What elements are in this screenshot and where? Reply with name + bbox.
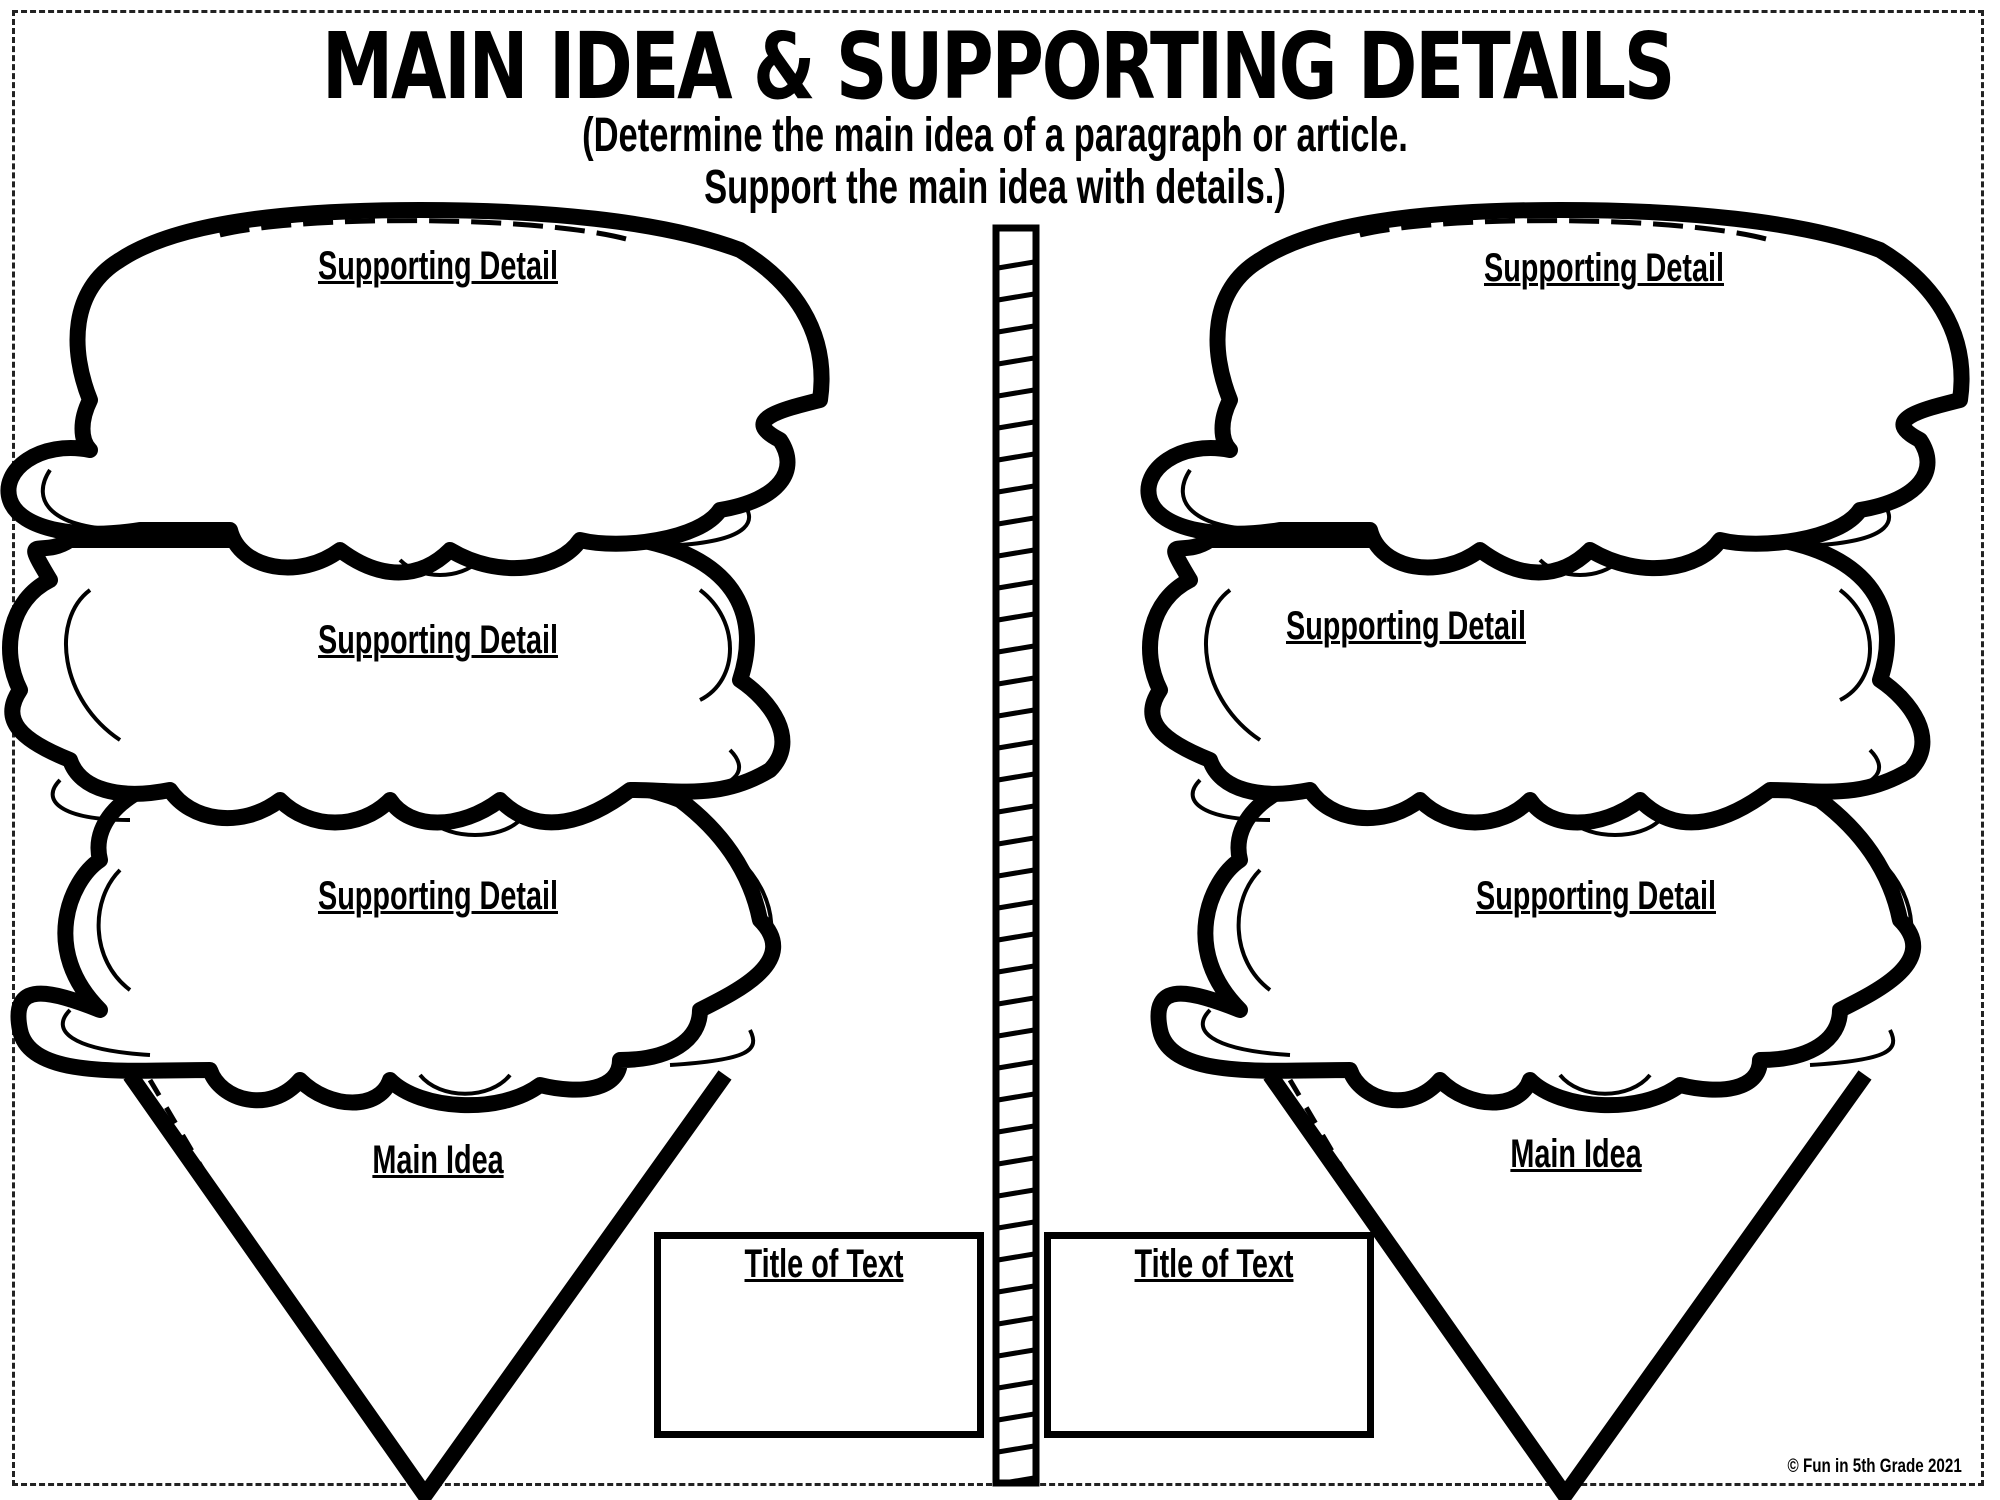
center-ladder-divider bbox=[992, 224, 1040, 1487]
right-title-of-text-box[interactable] bbox=[1044, 1232, 1374, 1438]
ladder-rung bbox=[997, 579, 1035, 591]
right-main-idea-label: Main Idea bbox=[1510, 1132, 1642, 1176]
subtitle-line-1: (Determine the main idea of a paragraph … bbox=[582, 109, 1408, 162]
right-supporting-detail-bottom-label: Supporting Detail bbox=[1475, 874, 1716, 918]
ladder-rung bbox=[997, 483, 1035, 495]
ladder-rung bbox=[997, 1283, 1035, 1295]
ladder-rung bbox=[997, 643, 1035, 655]
ladder-rung bbox=[997, 1219, 1035, 1231]
ladder-rung bbox=[997, 1443, 1035, 1455]
ladder-rung bbox=[997, 1155, 1035, 1167]
ladder-rung bbox=[997, 1059, 1035, 1071]
left-supporting-detail-top-label: Supporting Detail bbox=[317, 244, 558, 288]
ladder-rung bbox=[997, 1091, 1035, 1103]
ladder-rung bbox=[997, 835, 1035, 847]
ladder-rung bbox=[997, 931, 1035, 943]
ladder-rung bbox=[997, 1347, 1035, 1359]
ladder-rung bbox=[997, 963, 1035, 975]
ladder-rung bbox=[997, 675, 1035, 687]
left-main-idea-label: Main Idea bbox=[372, 1138, 504, 1182]
ladder-rung bbox=[997, 867, 1035, 879]
page-title: MAIN IDEA & SUPPORTING DETAILS bbox=[321, 13, 1676, 120]
ladder-rung bbox=[997, 771, 1035, 783]
copyright-text: © Fun in 5th Grade 2021 bbox=[1787, 1456, 1962, 1477]
ladder-rung bbox=[997, 1187, 1035, 1199]
ladder-rung bbox=[997, 547, 1035, 559]
right-supporting-detail-middle-label: Supporting Detail bbox=[1285, 604, 1526, 648]
ladder-rung bbox=[997, 803, 1035, 815]
subtitle-line-2: Support the main idea with details.) bbox=[704, 161, 1286, 214]
ladder-rung bbox=[997, 611, 1035, 623]
ladder-rung bbox=[997, 259, 1035, 271]
ladder-rung bbox=[997, 515, 1035, 527]
ladder-rung bbox=[997, 355, 1035, 367]
right-title-of-text-label: Title of Text bbox=[1134, 1242, 1294, 1286]
left-supporting-detail-bottom-label: Supporting Detail bbox=[317, 874, 558, 918]
ladder-rung bbox=[997, 1315, 1035, 1327]
ladder-rung bbox=[997, 291, 1035, 303]
left-supporting-detail-middle-label: Supporting Detail bbox=[317, 618, 558, 662]
ladder-rung bbox=[997, 1027, 1035, 1039]
ladder-rung bbox=[997, 899, 1035, 911]
ladder-rung bbox=[997, 387, 1035, 399]
ladder-rung bbox=[997, 1379, 1035, 1391]
ladder-rung bbox=[997, 995, 1035, 1007]
ladder-rung bbox=[997, 707, 1035, 719]
ladder-rung bbox=[997, 323, 1035, 335]
ladder-rung bbox=[997, 1475, 1035, 1487]
left-title-of-text-box[interactable] bbox=[654, 1232, 984, 1438]
right-supporting-detail-top-label: Supporting Detail bbox=[1483, 246, 1724, 290]
ladder-rung bbox=[997, 1251, 1035, 1263]
ladder-rung bbox=[997, 739, 1035, 751]
ladder-rung bbox=[997, 419, 1035, 431]
ladder-rung bbox=[997, 1411, 1035, 1423]
ladder-rung bbox=[997, 451, 1035, 463]
left-title-of-text-label: Title of Text bbox=[744, 1242, 904, 1286]
ladder-rung bbox=[997, 1123, 1035, 1135]
